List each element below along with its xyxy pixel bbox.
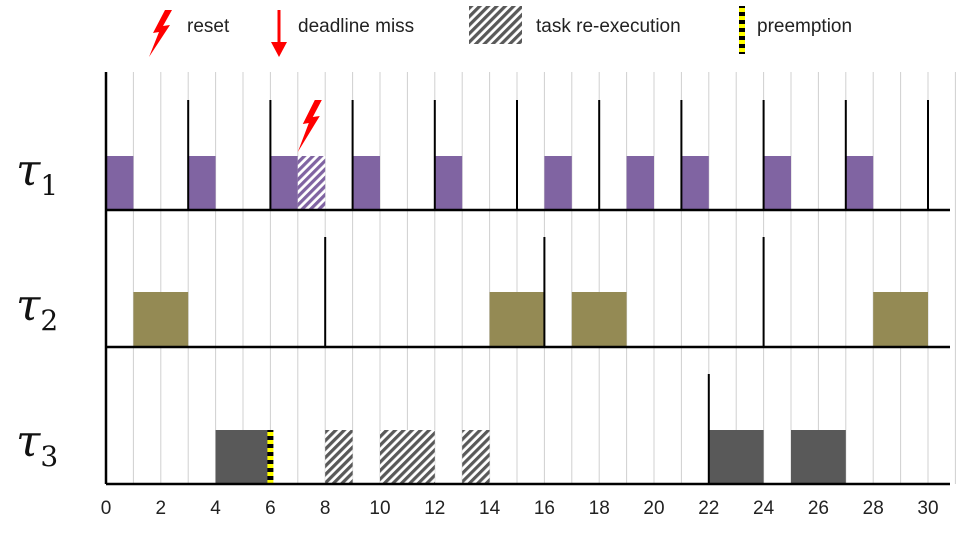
task-labels: τ1 τ2 τ3 — [16, 145, 58, 473]
legend: reset deadline miss task re-execution pr… — [149, 6, 852, 57]
x-tick-label: 8 — [320, 498, 331, 519]
x-tick-label: 10 — [369, 498, 390, 519]
x-tick-label: 26 — [808, 498, 829, 519]
job-block-tau1 — [434, 156, 463, 210]
job-block-tau1 — [626, 156, 654, 210]
task-label-tau3: τ3 — [16, 416, 58, 473]
x-tick-label: 20 — [643, 498, 664, 519]
x-tick-label: 2 — [156, 498, 167, 519]
preemption-swatch — [739, 6, 745, 54]
x-tick-label: 6 — [265, 498, 276, 519]
x-tick-label: 18 — [589, 498, 610, 519]
job-block-tau2 — [133, 292, 189, 347]
job-block-tau1 — [352, 156, 380, 210]
x-tick-label: 24 — [753, 498, 775, 519]
deadline-miss-icon — [271, 10, 287, 57]
job-block-tau3 — [791, 430, 846, 484]
legend-deadline-miss-label: deadline miss — [298, 16, 414, 37]
preemption-marker — [267, 430, 274, 484]
x-tick-label: 4 — [210, 498, 221, 519]
legend-preemption-label: preemption — [757, 16, 852, 37]
legend-reset-label: reset — [187, 16, 230, 37]
job-block-tau1 — [681, 156, 709, 210]
task-label-tau1: τ1 — [16, 145, 58, 202]
x-tick-label: 28 — [863, 498, 884, 519]
job-block-tau1 — [763, 156, 791, 210]
legend-reexecution-label: task re-execution — [536, 16, 681, 37]
job-block-tau1 — [106, 156, 134, 210]
chart-frame — [104, 72, 950, 486]
job-block-tau1 — [188, 156, 216, 210]
job-block-tau1 — [845, 156, 874, 210]
job-block-tau1 — [544, 156, 572, 210]
x-tick-label: 22 — [698, 498, 719, 519]
task-label-tau2: τ2 — [16, 280, 58, 337]
reexecution-block-tau3 — [462, 430, 490, 484]
job-block-tau3 — [708, 430, 764, 484]
reexecution-swatch — [469, 6, 522, 44]
x-tick-label: 0 — [101, 498, 112, 519]
reexecution-block-tau3 — [325, 430, 353, 484]
job-block-tau2 — [571, 292, 627, 347]
job-block-tau3 — [215, 430, 271, 484]
reset-icon — [149, 10, 172, 57]
reexecution-block-tau1 — [297, 156, 326, 210]
reset-icon — [297, 100, 322, 152]
x-tick-label: 30 — [917, 498, 938, 519]
reexecution-block-tau3 — [380, 430, 435, 484]
job-block-tau2 — [873, 292, 928, 347]
x-tick-label: 16 — [534, 498, 555, 519]
job-block-tau1 — [270, 156, 298, 210]
x-tick-label: 12 — [424, 498, 445, 519]
job-block-tau2 — [489, 292, 545, 347]
x-tick-label: 14 — [479, 498, 501, 519]
schedule-marks — [106, 100, 929, 484]
